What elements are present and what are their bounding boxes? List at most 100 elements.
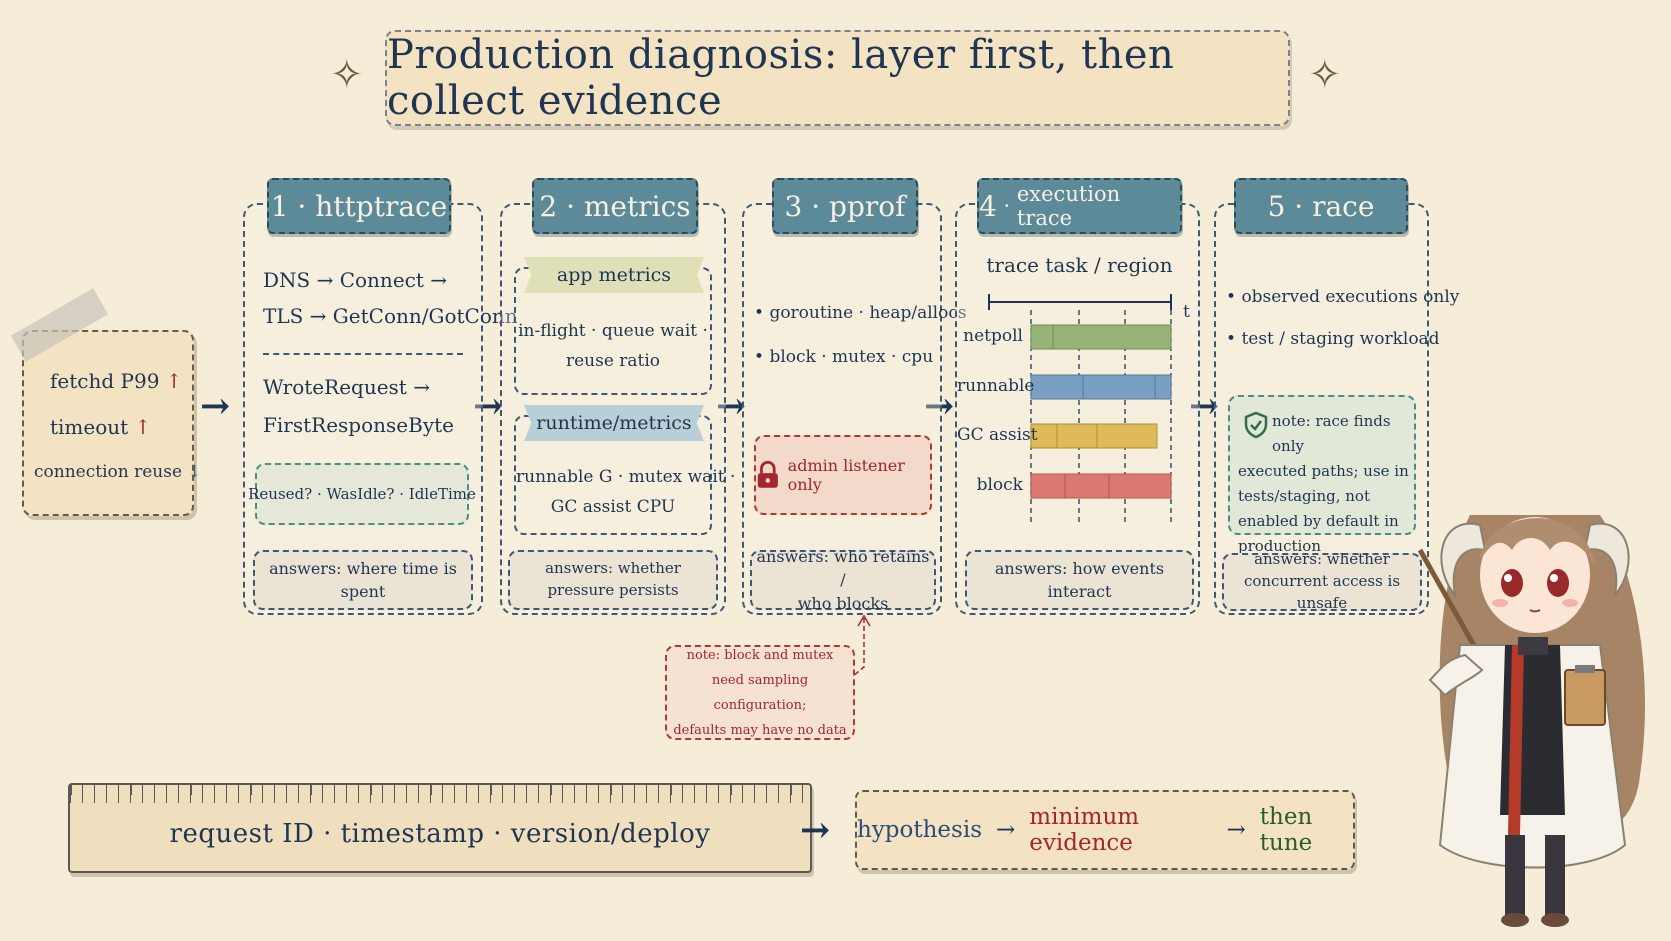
admin-warning-text: admin listener only xyxy=(787,456,905,494)
admin-warning-box: admin listener only xyxy=(754,435,932,515)
reuse-box: Reused? · WasIdle? · IdleTime xyxy=(248,463,476,525)
trace-line: DNS → Connect → xyxy=(263,268,448,292)
trace-line: TLS → GetConn/GotConn xyxy=(263,304,518,328)
hypothesis-flow: hypothesis → minimum evidence → then tun… xyxy=(855,790,1355,870)
ruler-major-ticks xyxy=(70,785,810,795)
sampling-note-line: note: block and mutex xyxy=(686,647,834,663)
shield-check-icon xyxy=(1244,411,1268,439)
divider xyxy=(263,353,463,355)
sampling-note-line: defaults may have no data xyxy=(673,722,847,738)
hypothesis-label: hypothesis xyxy=(857,817,983,843)
arrow-up-icon: ↑ xyxy=(134,415,152,439)
separator: · xyxy=(996,194,1017,218)
column-name: pprof xyxy=(829,189,906,223)
sampling-note: note: block and mutex need sampling conf… xyxy=(665,645,855,740)
mascot-girl-illustration xyxy=(1417,515,1646,927)
trace-line: WroteRequest → xyxy=(263,375,430,399)
runtime-metrics-box: runtime/metrics runnable G · mutex wait … xyxy=(514,405,736,535)
column-metrics: 2 · metrics app metrics in-flight · queu… xyxy=(500,178,736,615)
lock-icon xyxy=(757,460,778,488)
symptom-reuse-label: connection reuse xyxy=(34,462,183,482)
sparkle-left-icon: ✧ xyxy=(330,52,364,98)
column-header-httptrace: 1 · httptrace xyxy=(267,178,451,234)
answer-text: concurrent access is unsafe xyxy=(1243,572,1401,612)
flow-arrow-icon: → xyxy=(800,809,831,851)
race-bullet: • observed executions only xyxy=(1226,287,1459,307)
column-execution-trace: 4 · execution trace trace task / region … xyxy=(955,178,1200,615)
column-race: 5 · race • observed executions only • te… xyxy=(1214,178,1459,615)
column-header-execution-trace: 4 · execution trace xyxy=(977,178,1182,234)
race-note-line: executed paths; use in xyxy=(1238,462,1409,480)
race-bullet-text: test / staging workload xyxy=(1241,329,1440,349)
metric-line: reuse ratio xyxy=(565,351,661,371)
answer-text: answers: whether xyxy=(1254,550,1390,569)
column-name: httptrace xyxy=(315,189,448,223)
symptom-timeout-label: timeout xyxy=(50,415,129,439)
column-number: 3 xyxy=(784,189,803,223)
pprof-bullet: • goroutine · heap/allocs xyxy=(754,303,967,323)
answer-box: answers: how events interact xyxy=(965,550,1194,610)
race-note-line: note: race finds only xyxy=(1272,412,1391,455)
bullet-icon: • xyxy=(754,303,770,323)
symptom-note: fetchd P99 ↑ timeout ↑ connection reuse … xyxy=(10,288,202,516)
tape-decoration xyxy=(10,288,109,362)
evidence-label: minimum evidence xyxy=(1029,804,1140,856)
race-note-line: production xyxy=(1238,537,1321,555)
time-axis-label: t xyxy=(1183,302,1190,322)
symptom-reuse: connection reuse ↓ xyxy=(34,462,202,482)
answer-box: answers: whether pressure persists xyxy=(508,550,718,610)
ruler-text: request ID · timestamp · version/deploy xyxy=(169,819,711,849)
race-note-box: note: race finds only executed paths; us… xyxy=(1228,395,1416,555)
bullet-icon: • xyxy=(1226,287,1242,307)
flow-arrow-icon: → xyxy=(1226,817,1246,843)
page-title-text: Production diagnosis: layer first, then … xyxy=(387,32,1175,124)
sampling-note-line: need sampling configuration; xyxy=(711,672,809,713)
answer-box: answers: who retains / who blocks xyxy=(750,547,936,613)
trace-row-label: netpoll xyxy=(963,326,1023,346)
column-number: 5 xyxy=(1267,189,1286,223)
metric-line: runnable G · mutex wait · xyxy=(516,467,736,487)
sampling-connector xyxy=(851,614,871,678)
separator: · xyxy=(1285,189,1313,223)
race-note-line: tests/staging, not xyxy=(1238,487,1370,505)
answer-text: answers: where time is spent xyxy=(269,558,457,601)
pprof-bullet-text: block · mutex · cpu xyxy=(769,347,934,367)
separator: · xyxy=(288,189,316,223)
answer-text: answers: who retains / xyxy=(756,547,930,590)
flow-arrow-icon: → xyxy=(200,385,231,427)
symptom-p99-label: fetchd P99 xyxy=(50,369,160,393)
metric-line: GC assist CPU xyxy=(550,497,676,517)
race-note-line: enabled by default in xyxy=(1238,512,1399,530)
symptom-p99: fetchd P99 ↑ xyxy=(50,369,183,393)
app-metrics-label-text: app metrics xyxy=(556,264,672,286)
trace-row-label: GC assist xyxy=(957,425,1038,445)
column-name: race xyxy=(1312,189,1375,223)
trace-line: FirstResponseByte xyxy=(263,413,454,437)
answer-text: answers: whether pressure persists xyxy=(545,559,681,599)
answer-text: answers: how events interact xyxy=(994,558,1165,601)
column-httptrace: 1 · httptrace DNS → Connect → TLS → GetC… xyxy=(243,178,518,615)
sparkle-right-icon: ✧ xyxy=(1308,52,1342,98)
reuse-box-text: Reused? · WasIdle? · IdleTime xyxy=(248,485,476,503)
separator: · xyxy=(557,189,584,223)
app-metrics-box: app metrics in-flight · queue wait · reu… xyxy=(514,257,712,395)
pprof-bullet-text: goroutine · heap/allocs xyxy=(769,303,967,323)
page-title: Production diagnosis: layer first, then … xyxy=(385,30,1290,126)
column-header-pprof: 3 · pprof xyxy=(772,178,918,234)
runtime-metrics-label-text: runtime/metrics xyxy=(536,412,692,434)
column-pprof: 3 · pprof • goroutine · heap/allocs • bl… xyxy=(742,178,967,615)
race-note-text: note: race finds only executed paths; us… xyxy=(1238,409,1414,559)
trace-row-label: block xyxy=(976,475,1023,495)
bullet-icon: • xyxy=(754,347,770,367)
column-number: 4 xyxy=(979,189,997,223)
race-bullet: • test / staging workload xyxy=(1226,329,1440,349)
runtime-metrics-label: runtime/metrics xyxy=(524,405,704,441)
arrow-down-icon: ↓ xyxy=(187,462,202,482)
answer-text: who blocks xyxy=(797,593,889,613)
flow-arrow-icon: → xyxy=(924,385,955,427)
flow-arrow-icon: → xyxy=(716,385,747,427)
trace-timeline-chart xyxy=(988,294,1172,525)
flow-arrow-icon: → xyxy=(996,817,1016,843)
race-bullet-text: observed executions only xyxy=(1241,287,1460,307)
trace-row-label: runnable xyxy=(957,376,1035,396)
